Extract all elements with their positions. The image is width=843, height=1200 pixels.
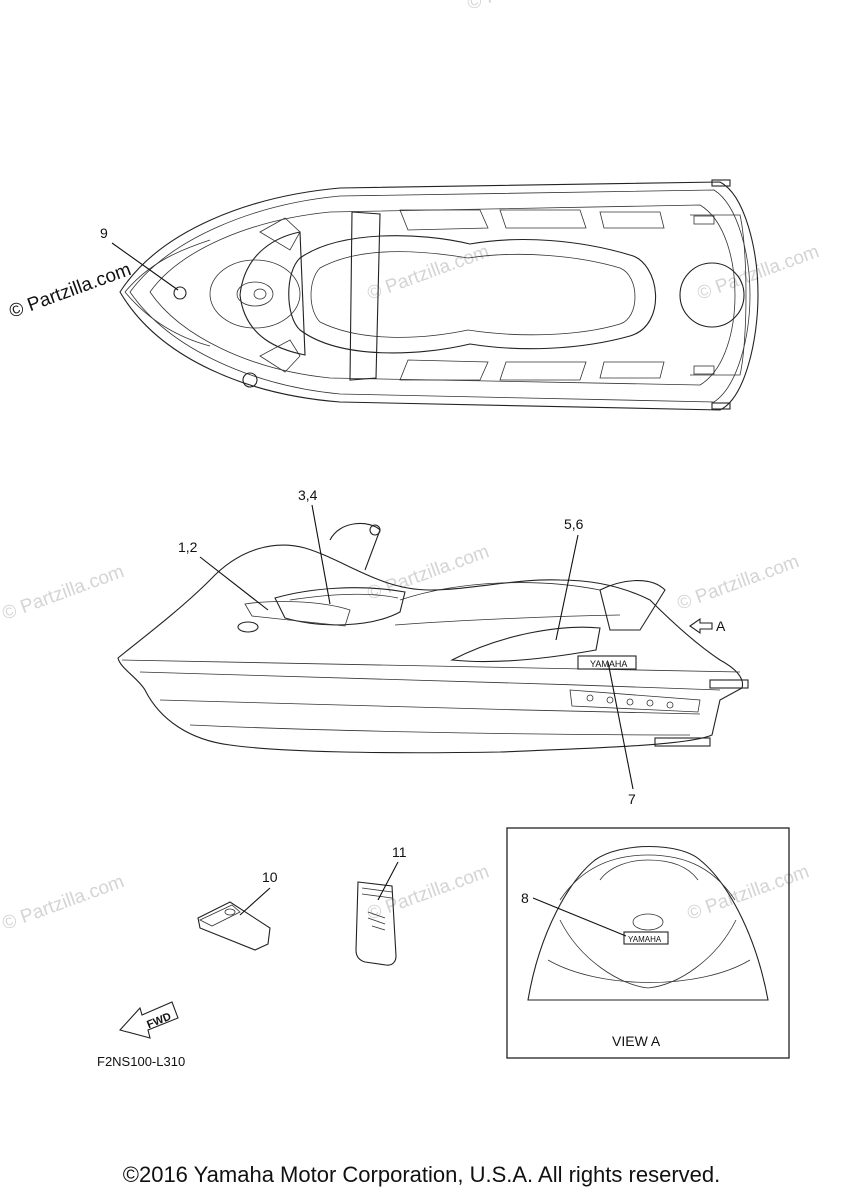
callout-11: 11 [392, 844, 407, 860]
watermark: © Partzilla.com [365, 541, 492, 605]
watermark: © Partzilla.com [465, 0, 592, 15]
yamaha-decal-rear-text: YAMAHA [628, 935, 662, 944]
steering-knob-icon [369, 524, 381, 536]
yamaha-decal [577, 655, 637, 670]
watermark: © Partzilla.com [0, 871, 127, 935]
callout-7: 7 [628, 791, 636, 807]
callout-8: 8 [521, 890, 529, 906]
watermark-dark: © Partzilla.com [7, 259, 134, 323]
watermark: © Partzilla.com [365, 861, 492, 925]
yamaha-decal-rear [623, 931, 669, 945]
bolt-icon [242, 372, 258, 388]
watermark: © Partzilla.com [365, 241, 492, 305]
part-11-card: 11 [355, 844, 407, 966]
callout-a: A [716, 618, 726, 634]
arrow-left-icon [689, 617, 713, 635]
side-view-watercraft: YAMAHA 3,4 1,2 5,6 7 A [117, 487, 749, 807]
top-view-watercraft: 9 [100, 179, 759, 411]
callout-5-6: 5,6 [564, 516, 584, 532]
footer-copyright: ©2016 Yamaha Motor Corporation, U.S.A. A… [122, 1162, 721, 1187]
watermark-layer: © Partzilla.com © Partzilla.com © Partzi… [0, 0, 822, 935]
view-a-box: YAMAHA 8 [506, 827, 790, 1059]
callout-3-4: 3,4 [298, 487, 318, 503]
watermark: © Partzilla.com [685, 861, 812, 925]
callout-9: 9 [100, 225, 108, 241]
callout-10: 10 [262, 869, 278, 885]
part-10-card: 10 [197, 869, 278, 951]
callout-1-2: 1,2 [178, 539, 198, 555]
watermark: © Partzilla.com [675, 551, 802, 615]
view-a-label: VIEW A [612, 1033, 661, 1049]
fwd-arrow-icon: FWD [118, 1001, 179, 1039]
fuel-cap-icon [173, 286, 187, 300]
fwd-label: FWD [145, 1011, 173, 1032]
diagram-code: F2NS100-L310 [97, 1054, 186, 1069]
watermark: © Partzilla.com [0, 561, 127, 625]
